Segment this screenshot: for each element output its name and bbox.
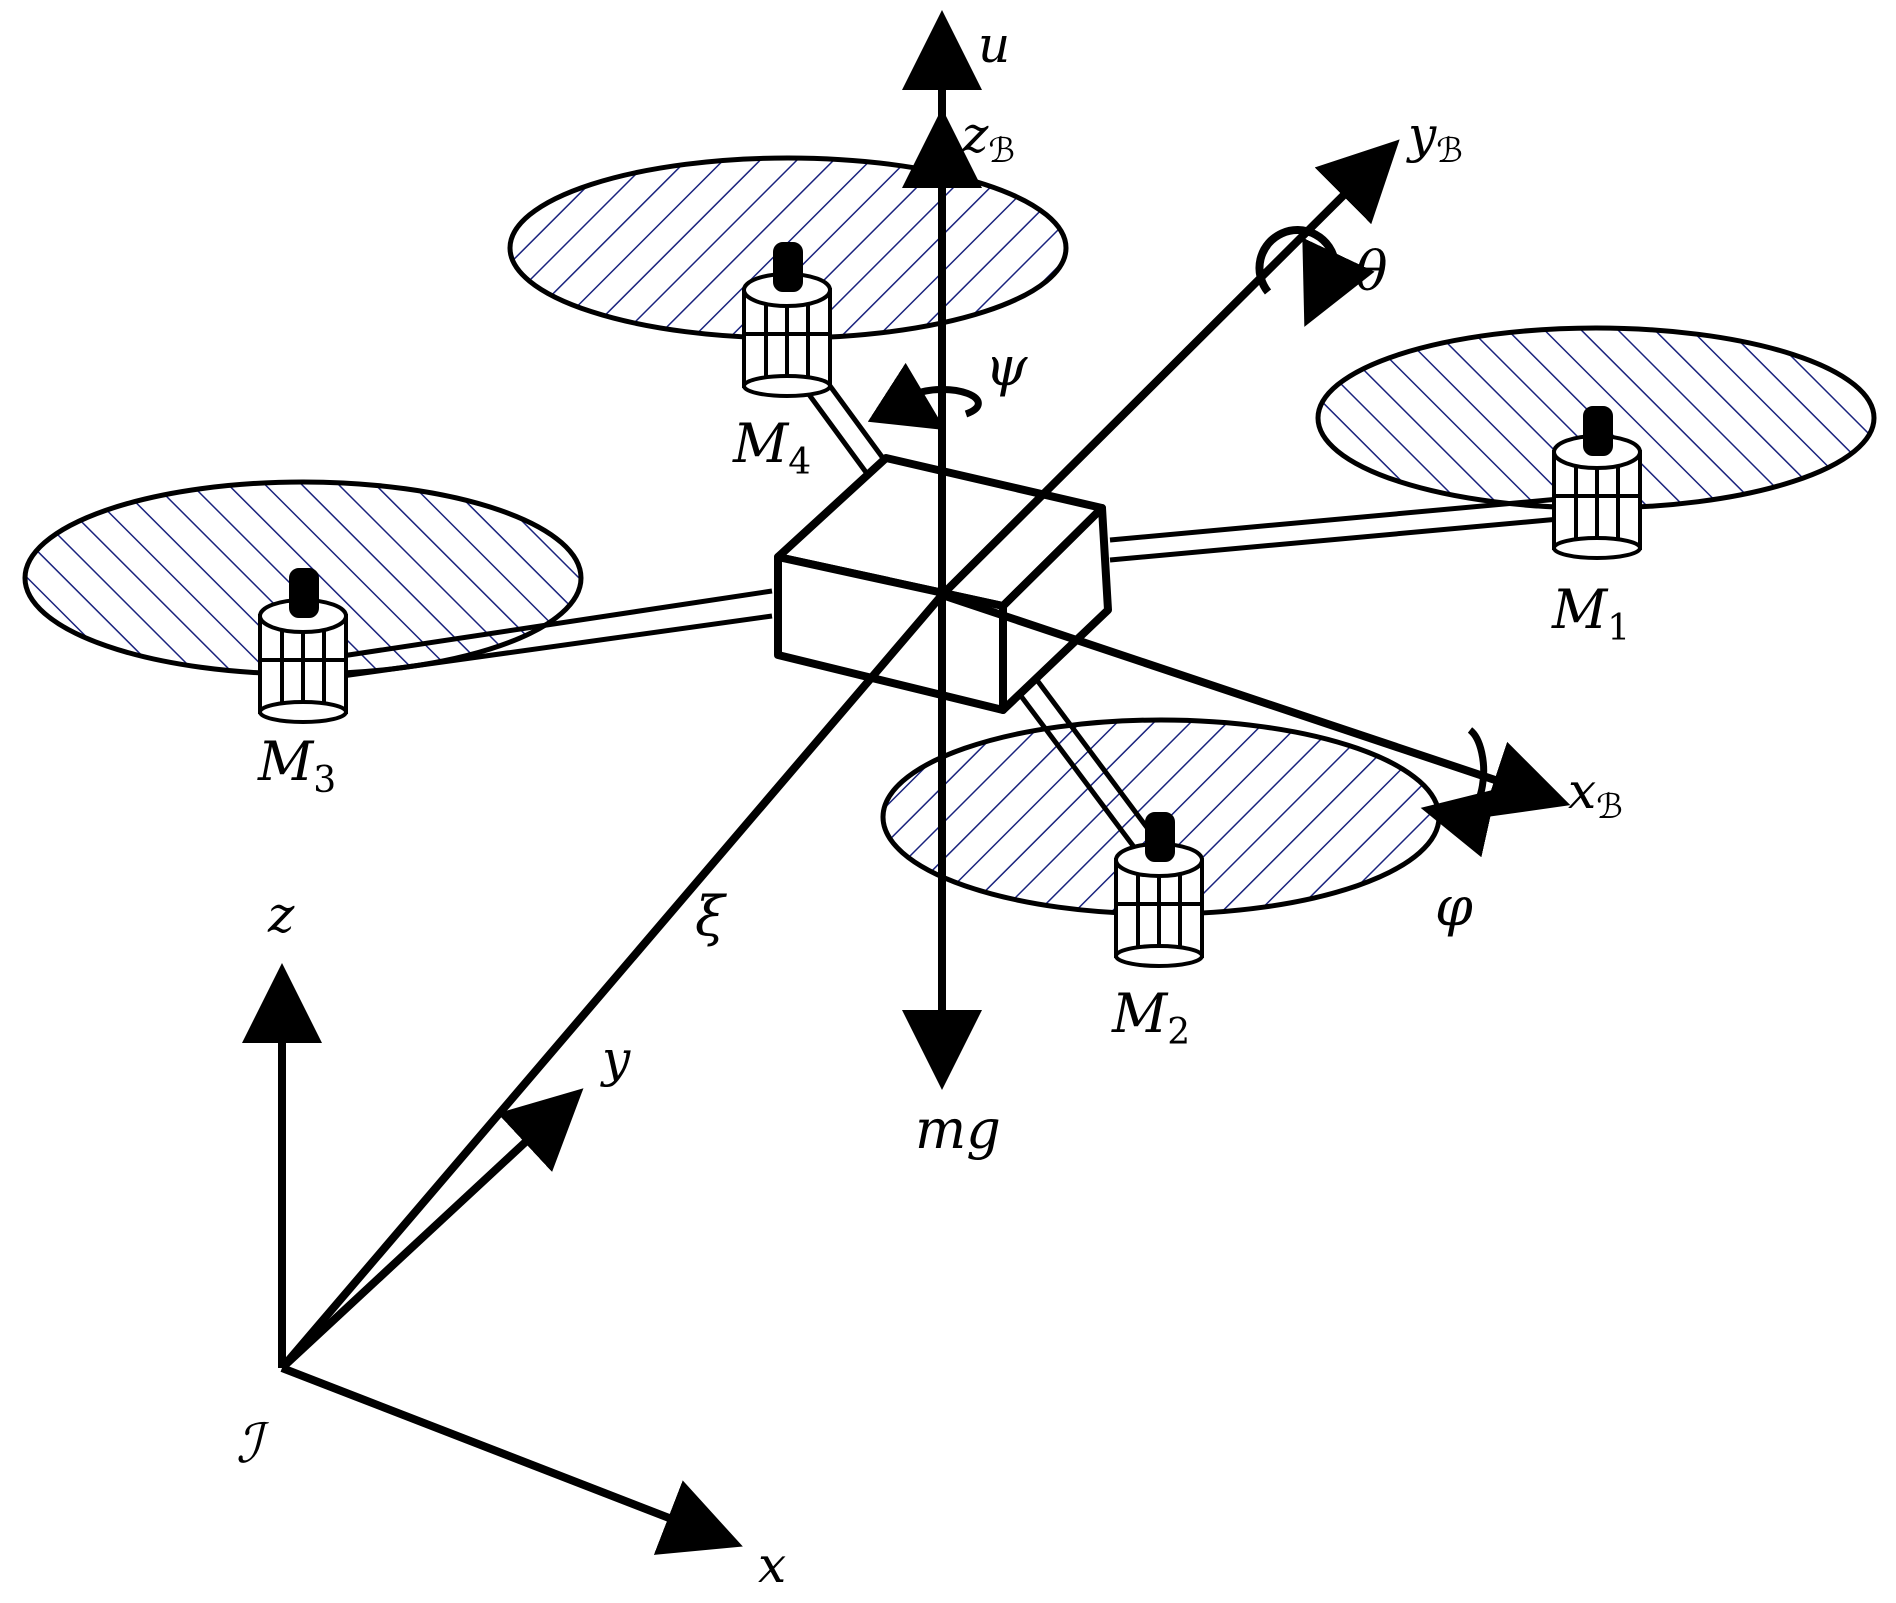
label-m2: M2 [1111,982,1190,1053]
arm-m1 [1109,495,1571,563]
label-u: u [978,16,1010,74]
rotation-arrow-phi [1420,727,1497,858]
label-m4: M4 [732,412,811,483]
rotation-arrow-psi [867,362,982,431]
label-mg: mg [915,1098,1001,1161]
axis-y-inertial [279,1088,584,1371]
position-vector-xi [278,592,946,1371]
label-psi: ψ [985,335,1028,398]
label-z-inertial: z [267,886,295,944]
label-m1: M1 [1551,578,1630,649]
motor-m3 [258,568,348,724]
axis-x-body [940,591,1571,818]
label-inertial-frame: ℐ [236,1412,270,1475]
label-m3: M3 [257,730,336,801]
label-x-body: xℬ [1568,762,1623,827]
label-phi: φ [1435,875,1473,938]
axis-x-inertial [280,1364,743,1555]
rotation-arrow-theta [1255,226,1375,327]
label-y-inertial: y [600,1030,631,1088]
label-x-inertial: x [758,1536,786,1594]
label-theta: θ [1355,240,1388,303]
motor-m2 [1114,812,1204,968]
motor-m1 [1552,406,1642,560]
arm-m3 [341,588,773,679]
label-xi: ξ [695,885,727,948]
motor-m4 [742,242,832,398]
label-z-body: zℬ [961,106,1015,171]
label-y-body: yℬ [1406,106,1463,171]
